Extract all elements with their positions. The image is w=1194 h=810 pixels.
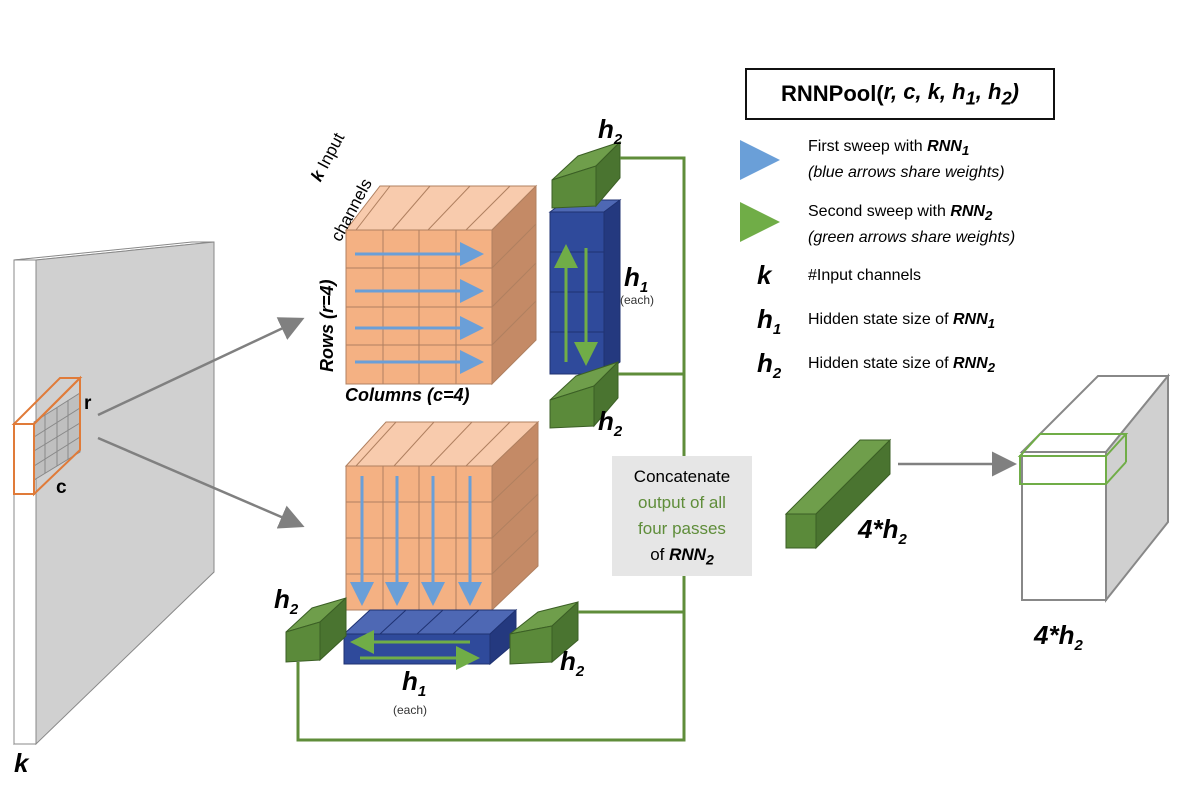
four-h2-label-output: 4*h2 — [1034, 622, 1083, 653]
symbol-h2-desc: Hidden state size of RNN2 — [808, 353, 995, 379]
h1-bottom-each: (each) — [393, 703, 428, 717]
h1-label-bottom: h1 — [402, 668, 426, 699]
h2-top-sub: 2 — [613, 131, 623, 148]
concat-line4-pre: of — [650, 545, 670, 564]
h2-label-bottom-right: h2 — [560, 648, 584, 679]
symbol-h2-desc-text: Hidden state size of — [808, 355, 953, 372]
input-k-label: k — [14, 748, 29, 778]
h2-label-top: h2 — [598, 116, 622, 147]
h2-block-mid — [549, 360, 619, 429]
symbol-h1-desc-sub: 1 — [987, 316, 996, 332]
title-prefix: RNNPool( — [781, 81, 884, 106]
legend-second-sub: 2 — [984, 208, 993, 224]
concat-line4-rnn: RNN — [669, 545, 706, 564]
patch-c-label: c — [56, 477, 67, 498]
symbol-h1-desc-text: Hidden state size of — [808, 311, 953, 328]
legend-second-line2: (green arrows share weights) — [808, 229, 1016, 247]
h2-top-h: h — [598, 114, 614, 144]
symbol-h1-sub: 1 — [772, 321, 782, 338]
symbol-k-desc: #Input channels — [808, 267, 921, 284]
symbol-h1-text: h — [757, 304, 773, 334]
h2-mid-sub: 2 — [613, 423, 623, 440]
symbol-k-text: k — [757, 260, 772, 290]
row-sweep-cube — [344, 184, 538, 386]
four-h2-mid-sub: 2 — [898, 531, 907, 548]
h2-br-h: h — [560, 646, 576, 676]
column-sweep-cube — [344, 420, 540, 612]
h1-right-each: (each) — [620, 293, 655, 307]
legend-first-line1: First sweep with — [808, 138, 928, 155]
h2-bl-sub: 2 — [289, 601, 299, 618]
arrow-to-row-cube — [97, 317, 305, 417]
concat-line3: four passes — [638, 519, 726, 538]
rnn1-column-outputs — [342, 608, 518, 670]
symbol-h1-desc-rnn: RNN — [952, 311, 988, 328]
symbol-h2-text: h — [757, 348, 773, 378]
concat-line4: of RNN2 — [616, 542, 748, 573]
title-sub1: 1 — [965, 87, 976, 109]
four-h2-out-text: 4*h — [1034, 620, 1075, 650]
legend-first-rnn: RNN — [927, 138, 962, 155]
symbol-h1-desc: Hidden state size of RNN1 — [808, 309, 995, 335]
rnn1-row-outputs — [548, 199, 622, 375]
output-volume — [1017, 373, 1171, 603]
symbol-h2-desc-rnn: RNN — [952, 355, 988, 372]
title-mid: , h — [975, 78, 1002, 104]
concat-connectors — [296, 156, 686, 742]
rnnpool-title: RNNPool( r, c, k, h1, h2) — [745, 68, 1055, 120]
arrow-to-column-cube — [97, 436, 305, 529]
h2-bl-h: h — [274, 584, 290, 614]
title-sub2: 2 — [1001, 87, 1012, 109]
concatenate-box: Concatenate output of all four passes of… — [612, 456, 752, 576]
legend-first-line2: (blue arrows share weights) — [808, 164, 1005, 182]
h2-block-top — [551, 140, 621, 209]
four-h2-mid-text: 4*h — [858, 514, 899, 544]
h1-label-right: h1 — [624, 264, 648, 295]
title-suffix: ) — [1011, 78, 1019, 104]
patch-r-label: r — [84, 393, 92, 414]
h1-right-h: h — [624, 262, 640, 292]
concat-line1: Concatenate — [633, 467, 731, 486]
input-patch-grid — [33, 392, 81, 481]
h1-right-sub: 1 — [639, 279, 649, 296]
h2-mid-h: h — [598, 406, 614, 436]
h2-label-mid: h2 — [598, 408, 622, 439]
legend-first-sub: 1 — [961, 143, 970, 159]
four-h2-label-mid: 4*h2 — [858, 516, 907, 547]
legend-second-sweep: Second sweep with RNN2 (green arrows sha… — [808, 201, 1015, 249]
concat-line4-sub: 2 — [705, 552, 714, 569]
legend-second-rnn: RNN — [950, 203, 985, 220]
symbol-k: k — [757, 262, 771, 288]
symbol-h1: h1 — [757, 306, 781, 337]
legend-second-line1: Second sweep with — [808, 203, 951, 220]
legend-first-sweep: First sweep with RNN1 (blue arrows share… — [808, 136, 1005, 184]
input-feature-map — [11, 241, 215, 746]
h2-block-bottom-right — [509, 600, 579, 665]
h1-bottom-h: h — [402, 666, 418, 696]
symbol-h2: h2 — [757, 350, 781, 381]
concat-output-block — [784, 438, 892, 550]
h1-bottom-sub: 1 — [417, 683, 427, 700]
columns-label: Columns (c=4) — [345, 385, 470, 405]
symbol-h2-desc-sub: 2 — [987, 360, 996, 376]
concat-line2: output of all — [638, 493, 726, 512]
symbol-h2-sub: 2 — [772, 365, 782, 382]
h2-block-bottom-left — [285, 596, 347, 663]
title-args: r, c, k, h — [883, 78, 966, 104]
h2-br-sub: 2 — [575, 663, 585, 680]
four-h2-out-sub: 2 — [1074, 637, 1083, 654]
rows-label: Rows (r=4) — [317, 279, 337, 372]
h2-label-bottom-left: h2 — [274, 586, 298, 617]
